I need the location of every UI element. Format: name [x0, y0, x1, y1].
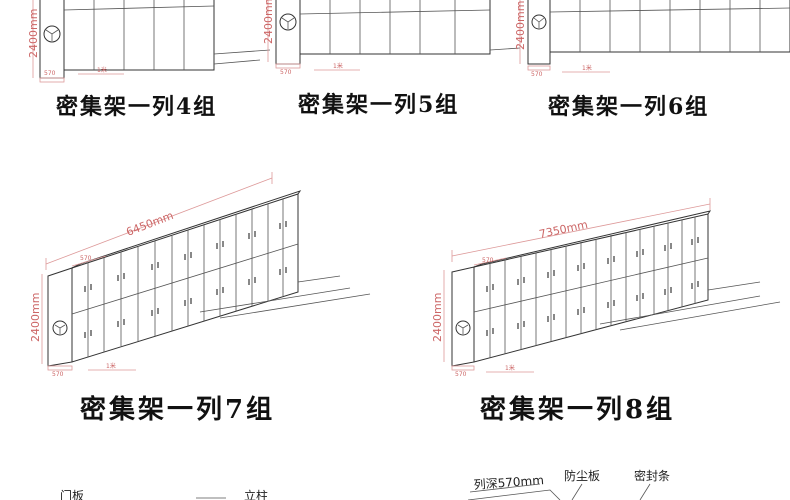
height-dimension-4: 2400mm [27, 9, 40, 58]
caption-4-groups: 密集架一列4组 [56, 94, 217, 120]
unit-8-groups: 7350mm 2400mm [431, 198, 781, 425]
spacing-dimension-5: 1米 [333, 62, 343, 70]
top-depth-dimension-8: 570 [482, 257, 494, 264]
top-depth-dimension-7: 570 [80, 255, 92, 262]
part-label-dust-board: 防尘板 [564, 468, 600, 483]
depth-dimension-8: 570 [455, 371, 467, 378]
spacing-dimension-6: 1米 [582, 64, 592, 72]
depth-dimension-4: 570 [44, 70, 56, 77]
unit-4-groups: 2400mm 570 1米 密集架一列4组 [27, 0, 271, 120]
length-dimension-7: 6450mm [124, 209, 175, 239]
height-dimension-7: 2400mm [29, 293, 42, 342]
length-dimension-8: 7350mm [538, 218, 589, 241]
spacing-dimension-4: 1米 [97, 66, 107, 74]
depth-dimension-7: 570 [52, 371, 64, 378]
unit-5-groups: 2400mm 570 1米 密集架一列5组 [262, 0, 521, 118]
caption-5-groups: 密集架一列5组 [298, 92, 459, 118]
height-dimension-8: 2400mm [431, 293, 444, 342]
unit-7-groups: 6450mm 2400mm [29, 172, 371, 425]
height-dimension-5: 2400mm [262, 0, 275, 44]
height-dimension-6: 2400mm [514, 1, 527, 50]
caption-8-groups: 密集架一列8组 [480, 394, 675, 425]
part-label-door-panel: 门板 [60, 488, 84, 500]
unit-6-groups: 2400mm 570 1米 密集架一列6组 [514, 0, 790, 120]
depth-dimension-6: 570 [531, 71, 543, 78]
caption-7-groups: 密集架一列7组 [80, 394, 275, 425]
parts-diagram: 门板 立柱 列深570mm 防尘板 密封条 [60, 468, 670, 500]
caption-6-groups: 密集架一列6组 [548, 94, 709, 120]
spacing-dimension-7: 1米 [106, 362, 116, 370]
part-label-column-depth: 列深570mm [473, 473, 544, 492]
part-label-seal-strip: 密封条 [634, 468, 670, 483]
part-label-column: 立柱 [244, 488, 268, 500]
depth-dimension-5: 570 [280, 69, 292, 76]
spacing-dimension-8: 1米 [505, 364, 515, 372]
